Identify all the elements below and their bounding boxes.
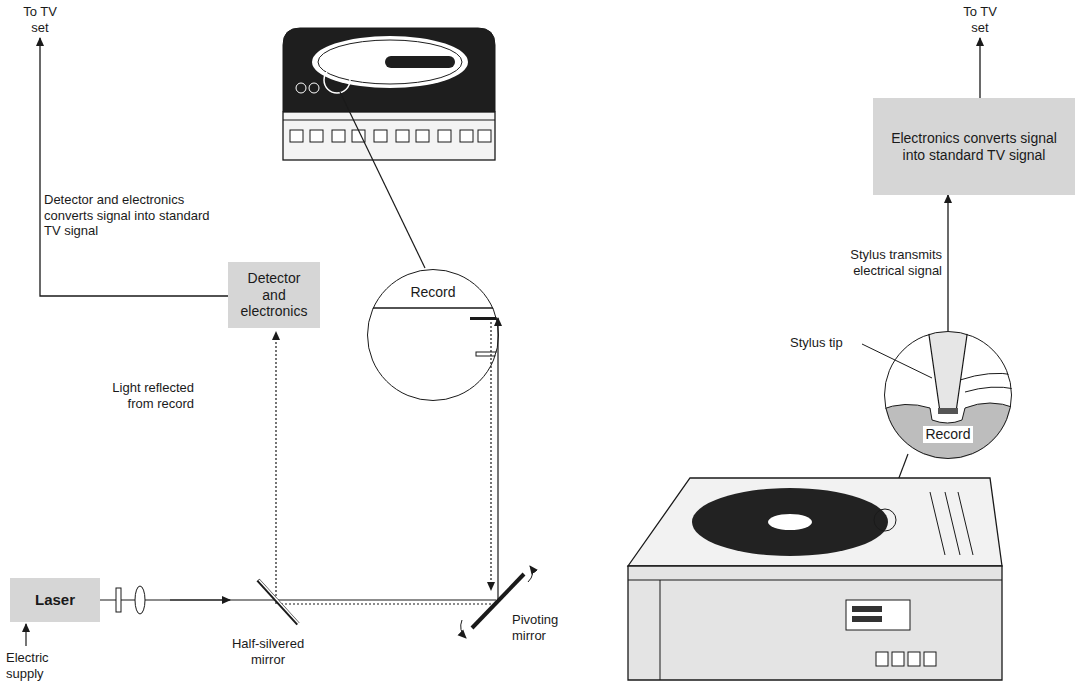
button [876,652,888,666]
magnified-spot [874,509,896,531]
laser-beam [100,599,496,600]
button [460,130,473,142]
disc-well [312,36,468,88]
button [332,130,345,142]
button [478,130,491,142]
detector-box: Detector and electronics [228,262,320,328]
player-top [628,478,1002,566]
button [892,652,904,666]
half-silvered-mirror-face [259,580,299,624]
button [416,130,429,142]
pivot-arrow [528,566,533,582]
leader-line [340,92,425,268]
stylus [928,328,968,412]
arm-slot [385,56,455,68]
front-trim [283,120,495,121]
player-front [283,112,495,160]
button [290,130,303,142]
record-circle: Record [367,269,499,401]
focus-plate [470,317,510,320]
electronics-box: Electronics converts signal into standar… [873,98,1075,195]
button-row [290,130,491,142]
button [396,130,409,142]
signal-arrow [947,195,948,331]
power-arrow [25,624,26,646]
output-label: To TV set [15,4,65,35]
front-bevel [628,580,1002,680]
beam-label: Light reflected from record [92,380,194,411]
button-row [876,652,936,666]
disc [692,488,888,556]
button [374,130,387,142]
pivot-arrow [461,620,466,638]
node-text: Electronics converts signal into standar… [881,130,1067,164]
signal-wire [979,38,980,98]
button [908,652,920,666]
record-layer [360,268,510,308]
knob [296,83,306,93]
player-front [628,566,1002,680]
input-label: Electric supply [6,650,66,681]
disc-player [628,478,1002,680]
display-bar [852,606,882,612]
button [438,130,451,142]
node-text: Laser [35,591,75,609]
stylus-section [880,328,1015,470]
button [924,652,936,666]
reflected-beam [278,603,491,604]
half-silvered-mirror [258,580,298,624]
player-top [283,28,495,112]
part-label: Half-silvered mirror [222,636,314,667]
node-text: Detector and electronics [236,270,312,320]
node-text: Record [923,426,972,443]
stylus-tip [938,408,958,414]
leader-line [862,344,932,378]
output-label: To TV set [955,4,1005,35]
part-label: Pivoting mirror [512,612,576,643]
record-grooves [880,403,1015,470]
magnified-spot [324,67,350,93]
display-panel [846,600,910,630]
record-circle: Record [884,331,1012,459]
node-text: Record [408,284,457,301]
disc-well-inner [318,40,462,84]
laser-beam [497,318,498,600]
beam-arrow [170,599,230,600]
record-surface [360,307,510,308]
knob [309,83,319,93]
reflected-beam [275,332,276,604]
reflected-beam [490,318,491,590]
disc-player [283,28,495,160]
lens [135,586,145,614]
groove-edge [960,373,1015,392]
signal-wire [40,38,228,296]
laser-box: Laser [10,578,100,622]
lens-plate [476,352,522,356]
edge-label: Stylus transmits electrical signal [838,247,942,278]
button [310,130,323,142]
part-label: Stylus tip [790,335,860,351]
polarizer [116,588,121,612]
disc-label [768,514,812,530]
slot-lines [930,492,973,555]
display-bar [852,616,882,622]
description-label: Detector and electronics converts signal… [44,192,214,239]
